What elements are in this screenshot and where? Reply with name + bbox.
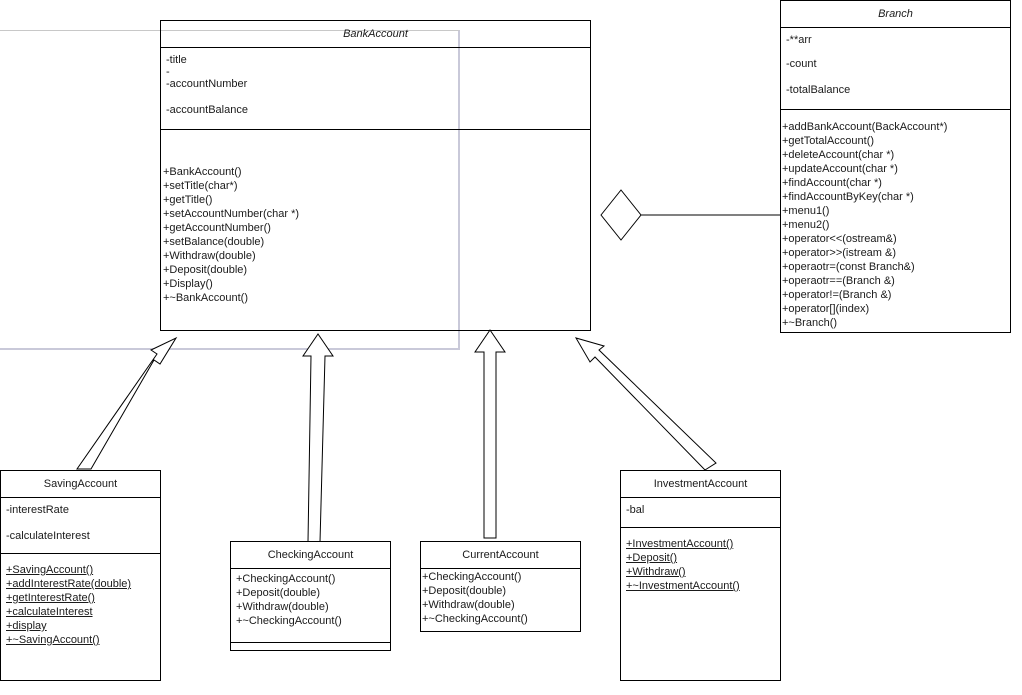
- methods-section: +CheckingAccount() +Deposit(double) +Wit…: [231, 569, 390, 643]
- methods-section: +addBankAccount(BackAccount*) +getTotalA…: [781, 110, 1010, 330]
- method: +CheckingAccount(): [422, 571, 522, 583]
- method: +Deposit(double): [163, 264, 248, 276]
- method: +Display(): [163, 278, 213, 290]
- method: +getTotalAccount(): [782, 135, 875, 147]
- class-checking-account[interactable]: CheckingAccount +CheckingAccount() +Depo…: [230, 541, 391, 651]
- method: +getInterestRate(): [6, 592, 95, 604]
- method: +display: [6, 620, 47, 632]
- method: +~InvestmentAccount(): [626, 580, 740, 592]
- methods-section: +CheckingAccount() +Deposit(double) +Wit…: [421, 569, 580, 626]
- method: +findAccount(char *): [782, 177, 882, 189]
- generalization-arrow-checking: [302, 333, 334, 543]
- attribute: -interestRate: [6, 504, 69, 516]
- method: +operator[](index): [782, 303, 870, 315]
- methods-section: +InvestmentAccount() +Deposit() +Withdra…: [621, 528, 780, 593]
- method: +operator<<(ostream&): [782, 233, 897, 245]
- method: +~Branch(): [782, 317, 838, 329]
- attribute: -calculateInterest: [6, 530, 90, 542]
- method: +InvestmentAccount(): [626, 538, 734, 550]
- class-name: CurrentAccount: [421, 542, 580, 569]
- class-name: InvestmentAccount: [621, 471, 780, 498]
- method: +menu2(): [782, 219, 830, 231]
- method: +operaotr=(const Branch&): [782, 261, 915, 273]
- method: +Deposit(double): [422, 585, 507, 597]
- method: +setAccountNumber(char *): [163, 208, 300, 220]
- method: +Deposit(double): [236, 587, 321, 599]
- attributes-section: -**arr -count -totalBalance: [781, 28, 1010, 110]
- method: +CheckingAccount(): [236, 573, 336, 585]
- method: +operator!=(Branch &): [782, 289, 892, 301]
- method: +~BankAccount(): [163, 292, 248, 304]
- attribute: -title: [166, 54, 187, 66]
- class-bank-account[interactable]: BankAccount -title - -accountNumber -acc…: [160, 20, 591, 331]
- method: +~SavingAccount(): [6, 634, 100, 646]
- method: +Deposit(): [626, 552, 678, 564]
- method: +BankAccount(): [163, 166, 242, 178]
- aggregation-diamond: [600, 189, 642, 241]
- method: +Withdraw(double): [236, 601, 329, 613]
- attribute: -accountNumber: [166, 78, 248, 90]
- generalization-arrow-current: [474, 329, 506, 539]
- method: +~CheckingAccount(): [422, 613, 528, 625]
- class-name: CheckingAccount: [231, 542, 390, 569]
- method: +calculateInterest: [6, 606, 93, 618]
- generalization-arrow-investment: [574, 337, 717, 471]
- method: +findAccountByKey(char *): [782, 191, 914, 203]
- method: +addBankAccount(BackAccount*): [782, 121, 948, 133]
- method: +operator>>(istream &): [782, 247, 897, 259]
- method: +updateAccount(char *): [782, 163, 898, 175]
- method: +Withdraw(double): [422, 599, 515, 611]
- attribute: -**arr: [786, 34, 812, 46]
- method: +~CheckingAccount(): [236, 615, 342, 627]
- class-branch[interactable]: Branch -**arr -count -totalBalance +addB…: [780, 0, 1011, 333]
- method: +Withdraw(): [626, 566, 686, 578]
- attribute: -totalBalance: [786, 84, 851, 96]
- method: +menu1(): [782, 205, 830, 217]
- class-name: SavingAccount: [1, 471, 160, 498]
- method: +getAccountNumber(): [163, 222, 271, 234]
- class-name: Branch: [781, 1, 1010, 28]
- method: +setBalance(double): [163, 236, 265, 248]
- method: +getTitle(): [163, 194, 213, 206]
- attribute: -: [166, 66, 170, 78]
- method: +operaotr==(Branch &): [782, 275, 895, 287]
- attributes-section: -title - -accountNumber -accountBalance: [161, 48, 590, 130]
- class-current-account[interactable]: CurrentAccount +CheckingAccount() +Depos…: [420, 541, 581, 632]
- methods-section: +SavingAccount() +addInterestRate(double…: [1, 554, 160, 647]
- attribute: -accountBalance: [166, 104, 248, 116]
- attribute: -bal: [626, 504, 645, 516]
- method: +setTitle(char*): [163, 180, 238, 192]
- class-saving-account[interactable]: SavingAccount -interestRate -calculateIn…: [0, 470, 161, 681]
- class-investment-account[interactable]: InvestmentAccount -bal +InvestmentAccoun…: [620, 470, 781, 681]
- background-shape: [0, 30, 460, 350]
- method: +addInterestRate(double): [6, 578, 132, 590]
- method: +SavingAccount(): [6, 564, 94, 576]
- class-name: BankAccount: [161, 21, 590, 48]
- methods-section: +BankAccount() +setTitle(char*) +getTitl…: [161, 130, 590, 305]
- generalization-arrow-saving: [76, 336, 178, 470]
- method: +deleteAccount(char *): [782, 149, 895, 161]
- attribute: -count: [786, 58, 817, 70]
- method: +Withdraw(double): [163, 250, 256, 262]
- attributes-section: -bal: [621, 498, 780, 528]
- attributes-section: -interestRate -calculateInterest: [1, 498, 160, 554]
